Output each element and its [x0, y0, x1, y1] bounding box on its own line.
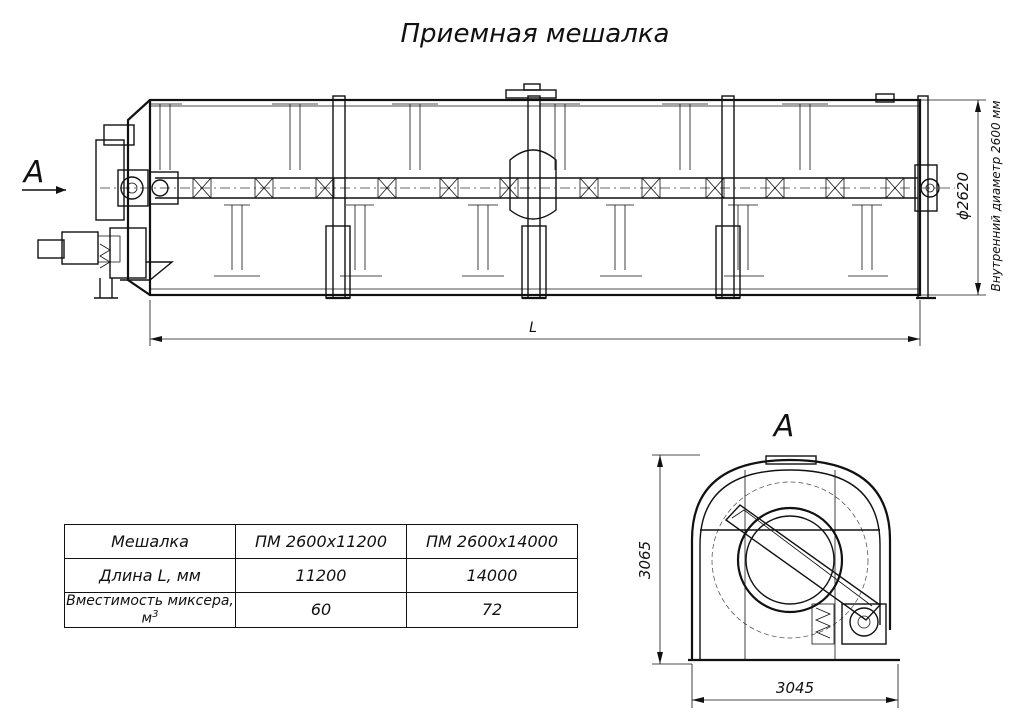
right-bearing — [914, 164, 940, 212]
table-cell: 11200 — [235, 558, 407, 593]
section-view-label: A — [772, 409, 795, 444]
upper-paddles — [150, 103, 828, 170]
table-header: ПМ 2600х14000 — [406, 524, 578, 559]
top-hatch — [505, 83, 895, 220]
table-row-label: Длина L, мм — [64, 558, 236, 593]
drive-assembly — [37, 99, 179, 299]
length-dimension: L — [149, 300, 921, 346]
view-arrow-a: A — [22, 155, 66, 194]
drawing-title: Приемная мешалка — [401, 19, 670, 49]
table-row-label: Вместимость миксера, м — [66, 593, 234, 627]
table-cell: 14000 — [406, 558, 578, 593]
unit-superscript: 3 — [152, 609, 159, 620]
height-label: 3065 — [636, 541, 654, 579]
view-arrow-label: A — [22, 155, 45, 190]
table-row: Вместимость миксера, м3 60 72 — [64, 592, 578, 628]
diameter-dimension: ϕ2620 Внутренний диаметр 2600 мм — [920, 99, 1003, 296]
diameter-label: ϕ2620 — [954, 172, 972, 220]
width-label: 3045 — [776, 679, 814, 697]
table-cell: 60 — [235, 592, 407, 628]
inner-diameter-note: Внутренний диаметр 2600 мм — [989, 100, 1003, 291]
table-header: ПМ 2600х11200 — [235, 524, 407, 559]
spec-table: Мешалка ПМ 2600х11200 ПМ 2600х14000 Длин… — [64, 524, 578, 628]
shaft-hubs — [192, 177, 905, 199]
section-view-a: A 3065 3045 — [636, 409, 900, 708]
support-saddles — [325, 95, 936, 300]
mixer-side-view: A L ϕ2620 Внутренний диаметр 2600 мм — [22, 83, 1003, 346]
table-row: Длина L, мм 11200 14000 — [64, 558, 578, 593]
table-row-label-cell: Вместимость миксера, м3 — [64, 592, 236, 628]
table-header: Мешалка — [64, 524, 236, 559]
lower-paddles — [214, 204, 888, 277]
table-cell: 72 — [406, 592, 578, 628]
table-header-row: Мешалка ПМ 2600х11200 ПМ 2600х14000 — [64, 524, 578, 559]
length-label: L — [529, 320, 537, 336]
